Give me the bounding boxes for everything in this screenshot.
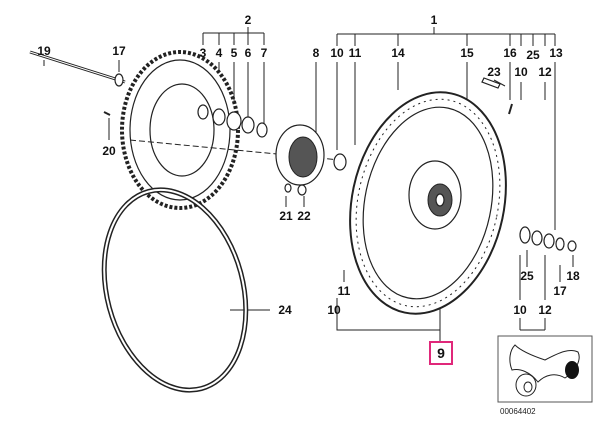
label-2: 2 (245, 13, 252, 27)
label-12: 12 (538, 65, 552, 79)
label-4: 4 (216, 46, 223, 60)
label-6: 6 (245, 46, 252, 60)
label-24: 24 (278, 303, 292, 317)
label-11: 11 (338, 284, 351, 298)
label-10: 10 (330, 46, 344, 60)
highlighted-part-9[interactable]: 9 (429, 341, 453, 365)
label-23: 23 (487, 65, 501, 79)
catalog-number: 00064402 (500, 407, 536, 416)
axle (29, 50, 126, 87)
label-9[interactable]: 9 (437, 345, 445, 361)
label-15: 15 (460, 46, 474, 60)
label-19: 19 (37, 44, 51, 58)
label-5: 5 (231, 46, 238, 60)
label-18: 18 (566, 269, 580, 283)
label-8: 8 (313, 46, 320, 60)
rear-wheel (349, 77, 577, 315)
rear-sprocket (120, 50, 240, 210)
label-12: 12 (538, 303, 552, 317)
label-22: 22 (297, 209, 311, 223)
label-10: 10 (514, 65, 528, 79)
label-1: 1 (431, 13, 438, 27)
label-25: 25 (526, 48, 540, 62)
label-17: 17 (112, 44, 126, 58)
drive-belt (101, 187, 249, 393)
label-16: 16 (503, 46, 517, 60)
label-14: 14 (391, 46, 405, 60)
hub-parts (197, 104, 347, 196)
label-20: 20 (102, 144, 116, 158)
bolt-20 (103, 111, 111, 116)
label-10: 10 (513, 303, 527, 317)
label-13: 13 (549, 46, 563, 60)
label-11: 11 (349, 46, 362, 60)
label-3: 3 (200, 46, 207, 60)
part-labels: 2 1 3 4 5 6 7 8 10 11 14 15 16 25 13 17 … (37, 13, 580, 317)
label-7: 7 (261, 46, 268, 60)
motorcycle-thumbnail (497, 335, 593, 403)
label-21: 21 (279, 209, 293, 223)
label-25: 25 (520, 269, 534, 283)
label-17: 17 (553, 284, 567, 298)
label-10: 10 (327, 303, 341, 317)
